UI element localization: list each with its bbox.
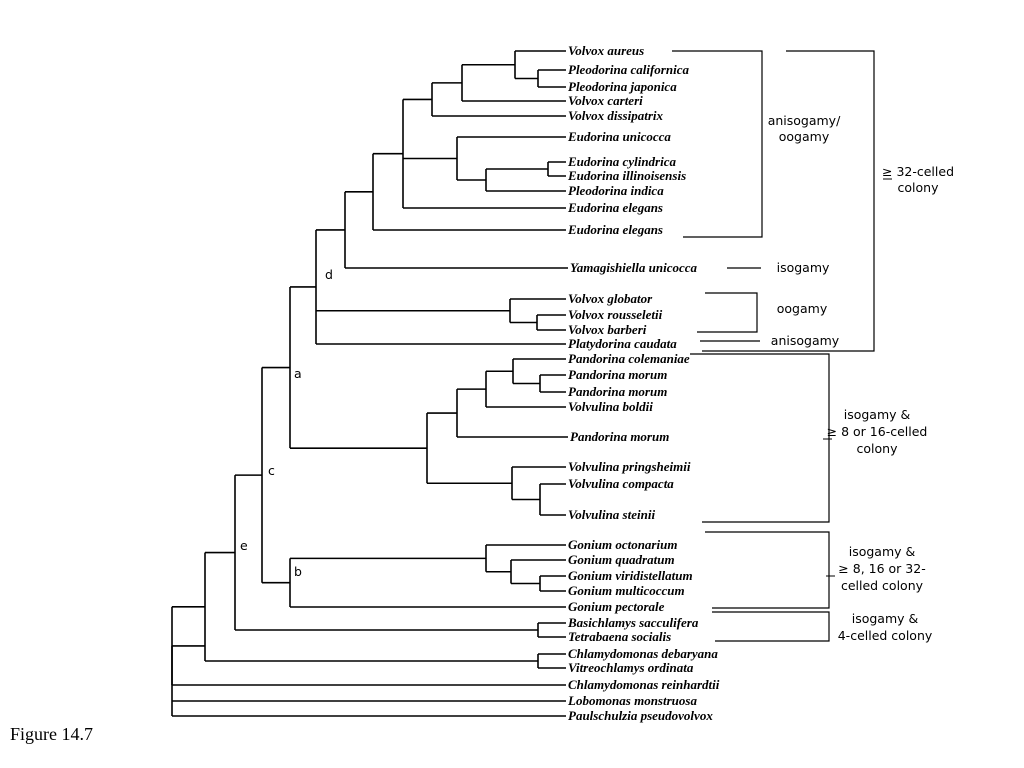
taxon-label: Volvulina steinii bbox=[568, 507, 655, 522]
group-isogamy: isogamy bbox=[777, 260, 830, 275]
taxon-label: Lobomonas monstruosa bbox=[567, 693, 697, 708]
bracket-oogamy bbox=[697, 292, 758, 333]
taxon-label: Volvox dissipatrix bbox=[568, 108, 663, 123]
node-label-c: c bbox=[268, 463, 275, 478]
taxon-label: Gonium viridistellatum bbox=[568, 568, 693, 583]
taxon-label: Volvox carteri bbox=[568, 93, 643, 108]
group-labels: anisogamy/ oogamy isogamy oogamy anisoga… bbox=[768, 113, 954, 643]
taxon-label: Volvox barberi bbox=[568, 322, 647, 337]
taxon-label: Gonium multicoccum bbox=[568, 583, 685, 598]
taxon-label: Eudorina cylindrica bbox=[567, 154, 676, 169]
taxon-label: Eudorina elegans bbox=[567, 222, 663, 237]
taxon-label: Paulschulzia pseudovolvox bbox=[568, 708, 713, 723]
taxon-label: Gonium quadratum bbox=[568, 552, 675, 567]
taxon-label: Yamagishiella unicocca bbox=[570, 260, 697, 275]
taxon-label: Volvox globator bbox=[568, 291, 653, 306]
taxon-label: Eudorina elegans bbox=[567, 200, 663, 215]
node-label-b: b bbox=[294, 564, 302, 579]
taxon-label: Pleodorina japonica bbox=[568, 79, 677, 94]
taxon-label: Gonium pectorale bbox=[568, 599, 665, 614]
group-aniso-oogamy-line2: oogamy bbox=[779, 129, 830, 144]
bracket-aniso-oogamy bbox=[672, 50, 763, 238]
taxon-label: Eudorina illinoisensis bbox=[567, 168, 686, 183]
figure-label: Figure 14.7 bbox=[10, 724, 93, 744]
node-label-d: d bbox=[325, 267, 333, 282]
group-iso-4-line1: isogamy & bbox=[852, 611, 919, 626]
taxon-label: Basichlamys sacculifera bbox=[567, 615, 699, 630]
taxon-label: Pandorina morum bbox=[570, 429, 669, 444]
node-label-e: e bbox=[240, 538, 248, 553]
taxon-label: Pleodorina californica bbox=[568, 62, 689, 77]
group-brackets bbox=[672, 50, 875, 642]
taxon-label: Volvox aureus bbox=[568, 43, 644, 58]
bracket-iso-4 bbox=[712, 611, 830, 642]
group-iso-8-16-line2: ≥ 8 or 16-celled bbox=[827, 424, 928, 439]
taxon-label: Volvulina compacta bbox=[568, 476, 674, 491]
node-labels: e c a b d bbox=[240, 267, 333, 579]
taxon-label: Pandorina morum bbox=[568, 384, 667, 399]
group-aniso-oogamy-line1: anisogamy/ bbox=[768, 113, 841, 128]
group-32-celled-line2: colony bbox=[898, 180, 940, 195]
taxon-label: Pandorina morum bbox=[568, 367, 667, 382]
group-32-celled-line1: ≥ 32-celled bbox=[882, 164, 954, 179]
group-iso-8-16-32-line2: ≥ 8, 16 or 32- bbox=[838, 561, 925, 576]
group-iso-4-line2: 4-celled colony bbox=[838, 628, 933, 643]
bracket-iso-8-16-32 bbox=[705, 531, 830, 609]
taxon-label: Tetrabaena socialis bbox=[568, 629, 671, 644]
group-iso-8-16-32-line3: celled colony bbox=[841, 578, 924, 593]
taxon-label: Pleodorina indica bbox=[568, 183, 664, 198]
taxon-label: Eudorina unicocca bbox=[567, 129, 671, 144]
group-iso-8-16-32-line1: isogamy & bbox=[849, 544, 916, 559]
group-iso-8-16-line1: isogamy & bbox=[844, 407, 911, 422]
group-anisogamy: anisogamy bbox=[771, 333, 840, 348]
taxon-label: Chlamydomonas reinhardtii bbox=[568, 677, 720, 692]
group-iso-8-16-line3: colony bbox=[857, 441, 899, 456]
taxon-label: Platydorina caudata bbox=[568, 336, 677, 351]
taxon-label: Gonium octonarium bbox=[568, 537, 677, 552]
taxon-label: Volvulina boldii bbox=[568, 399, 653, 414]
bracket-iso-8-16 bbox=[690, 353, 830, 523]
tree-branches bbox=[171, 50, 568, 717]
group-oogamy: oogamy bbox=[777, 301, 828, 316]
node-label-a: a bbox=[294, 366, 302, 381]
taxon-label: Volvox rousseletii bbox=[568, 307, 663, 322]
taxon-label: Vitreochlamys ordinata bbox=[568, 660, 694, 675]
taxon-label: Chlamydomonas debaryana bbox=[568, 646, 718, 661]
geq-underlines bbox=[823, 178, 892, 577]
bracket-32-celled bbox=[702, 50, 875, 352]
taxon-label: Volvulina pringsheimii bbox=[568, 459, 691, 474]
taxon-label: Pandorina colemaniae bbox=[568, 351, 690, 366]
